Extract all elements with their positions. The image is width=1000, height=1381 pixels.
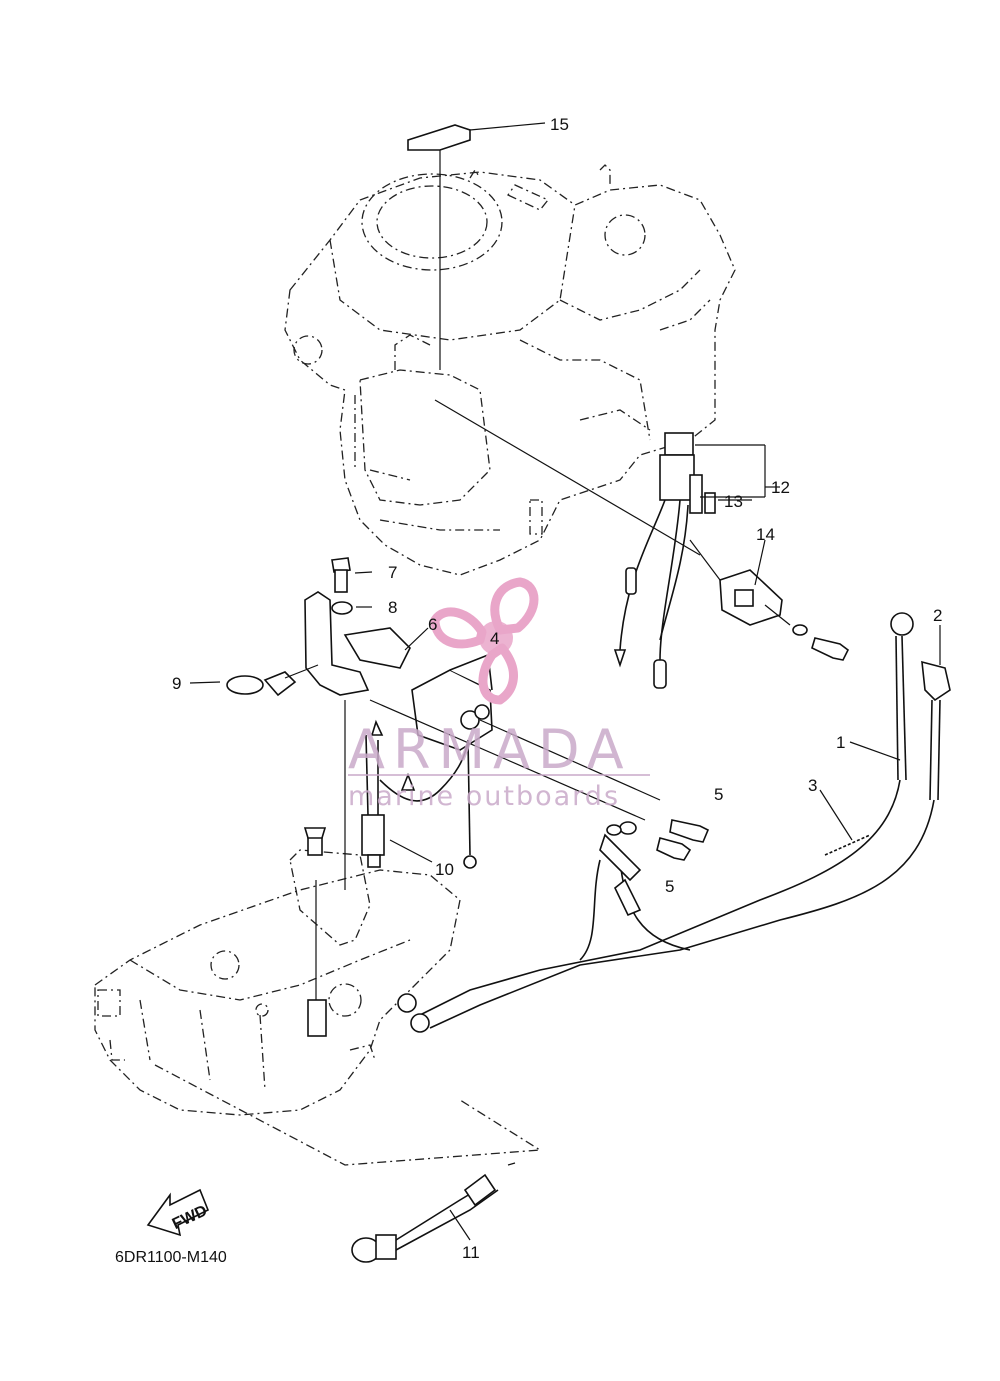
callout-5b: 5 (665, 877, 674, 896)
bottom-cowling-outline (94, 849, 461, 1116)
part-6-bracket (304, 591, 429, 696)
watermark-tagline: marine outboards (348, 781, 620, 812)
callout-7: 7 (388, 563, 397, 582)
part-15-clip (407, 122, 546, 370)
callout-8: 8 (388, 598, 397, 617)
part-11-switch (154, 1064, 543, 1263)
part-14-bracket (689, 539, 850, 661)
callout-10: 10 (435, 860, 454, 879)
part-10-sensor (303, 700, 477, 890)
watermark-brand: ARMADA (348, 718, 632, 781)
propeller-logo-icon (430, 577, 539, 705)
callout-3: 3 (808, 776, 817, 795)
callout-14: 14 (756, 525, 775, 544)
callout-15: 15 (550, 115, 569, 134)
part-12-connector (613, 432, 780, 689)
callout-11: 11 (462, 1243, 480, 1262)
part-5-bolts (606, 819, 710, 861)
part-7-bolt (331, 557, 373, 593)
engine-block-outline (284, 164, 736, 576)
part-8-washer (331, 601, 372, 615)
part-4-relay (369, 399, 701, 821)
callout-2: 2 (933, 606, 942, 625)
callout-1: 1 (836, 733, 845, 752)
callout-4: 4 (490, 629, 499, 648)
fwd-arrow-icon: FWD (146, 1188, 210, 1237)
part-9-clamp (189, 664, 319, 697)
callout-13: 13 (724, 492, 743, 511)
callout-5a: 5 (714, 785, 723, 804)
diagram-code: 6DR1100-M140 (115, 1249, 227, 1266)
callout-labels: 1 2 3 4 5 5 6 7 8 9 10 11 12 13 14 15 (172, 115, 942, 1262)
callout-6: 6 (428, 615, 437, 634)
armada-watermark: ARMADA marine outboards (348, 577, 650, 812)
part-1-2-3-cables (397, 612, 951, 1033)
callout-12: 12 (771, 478, 790, 497)
callout-9: 9 (172, 674, 181, 693)
